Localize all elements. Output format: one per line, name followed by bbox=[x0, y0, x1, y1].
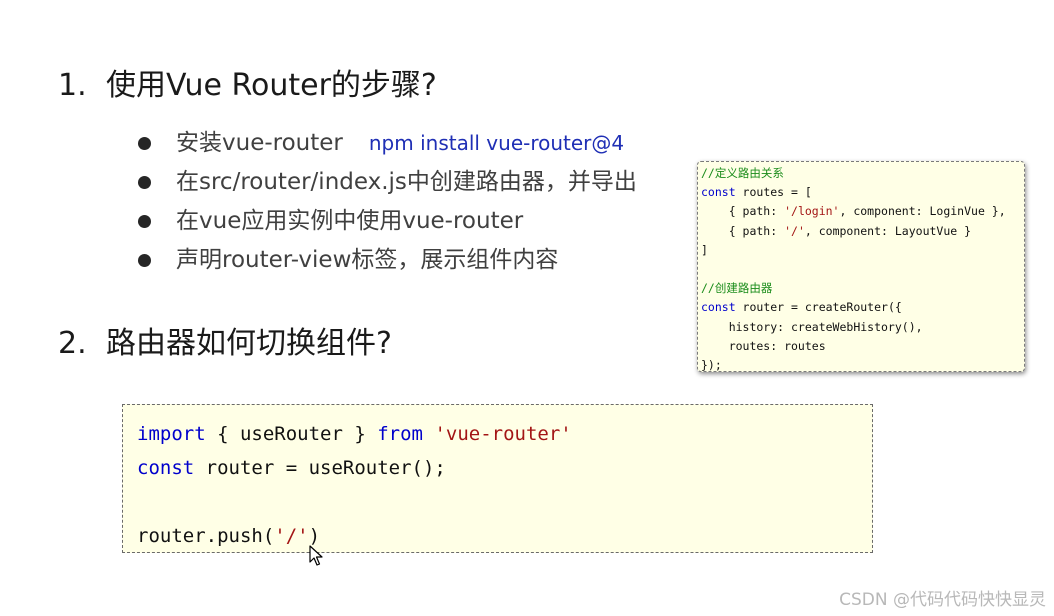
code-text: router.push( bbox=[137, 525, 275, 547]
section2-heading: 2. 路由器如何切换组件? bbox=[58, 324, 392, 364]
code-text: , component: LayoutVue } bbox=[804, 223, 972, 238]
section1-heading: 1. 使用Vue Router的步骤? bbox=[58, 66, 437, 106]
code-text: ) bbox=[308, 525, 321, 547]
code-string: '/login' bbox=[784, 204, 840, 219]
install-command: npm install vue-router@4 bbox=[368, 131, 625, 155]
section2-number: 2. bbox=[58, 326, 87, 361]
code-text: }); bbox=[701, 358, 722, 372]
bullet-dot bbox=[138, 254, 151, 267]
code-keyword: const bbox=[701, 185, 736, 200]
watermark: CSDN @代码代码快快显灵 bbox=[839, 590, 1046, 610]
router-config-code: //定义路由关系 const routes = [ { path: '/logi… bbox=[701, 164, 1024, 372]
code-keyword: const bbox=[137, 457, 195, 479]
code-keyword: const bbox=[701, 300, 736, 315]
section2-title: 路由器如何切换组件? bbox=[106, 326, 392, 361]
code-string: '/' bbox=[274, 525, 309, 547]
bullet-dot bbox=[138, 176, 151, 189]
code-comment: //创建路由器 bbox=[701, 281, 773, 296]
code-text: routes = [ bbox=[735, 185, 812, 200]
code-text: router = createRouter({ bbox=[735, 300, 902, 315]
code-text: history: createWebHistory(), bbox=[701, 319, 923, 334]
code-keyword: from bbox=[377, 423, 423, 445]
code-comment: //定义路由关系 bbox=[701, 166, 784, 180]
code-text: { path: bbox=[701, 223, 785, 238]
step-text: 声明router-view标签，展示组件内容 bbox=[176, 247, 559, 273]
code-text: { path: bbox=[701, 204, 785, 219]
step-text: 安装vue-router bbox=[176, 130, 343, 156]
step-text: 在src/router/index.js中创建路由器，并导出 bbox=[176, 169, 637, 195]
router-config-code-box: //定义路由关系 const routes = [ { path: '/logi… bbox=[697, 161, 1025, 372]
section1-number: 1. bbox=[58, 68, 87, 103]
code-text: ] bbox=[701, 242, 708, 257]
step-text: 在vue应用实例中使用vue-router bbox=[176, 208, 524, 234]
code-string: '/' bbox=[784, 223, 805, 238]
section1-title: 使用Vue Router的步骤? bbox=[106, 68, 437, 103]
code-text: , component: LoginVue }, bbox=[839, 204, 1006, 219]
bullet-dot bbox=[138, 137, 151, 150]
bullet-dot bbox=[138, 215, 151, 228]
use-router-code-box: import { useRouter } from 'vue-router' c… bbox=[122, 404, 873, 553]
code-string: 'vue-router' bbox=[434, 423, 572, 445]
use-router-code: import { useRouter } from 'vue-router' c… bbox=[137, 417, 872, 552]
code-text: router = useRouter(); bbox=[194, 457, 446, 479]
mouse-pointer-icon bbox=[309, 545, 323, 566]
code-text: routes: routes bbox=[701, 338, 826, 353]
code-keyword: import bbox=[137, 423, 206, 445]
code-text: { useRouter } bbox=[205, 423, 378, 445]
